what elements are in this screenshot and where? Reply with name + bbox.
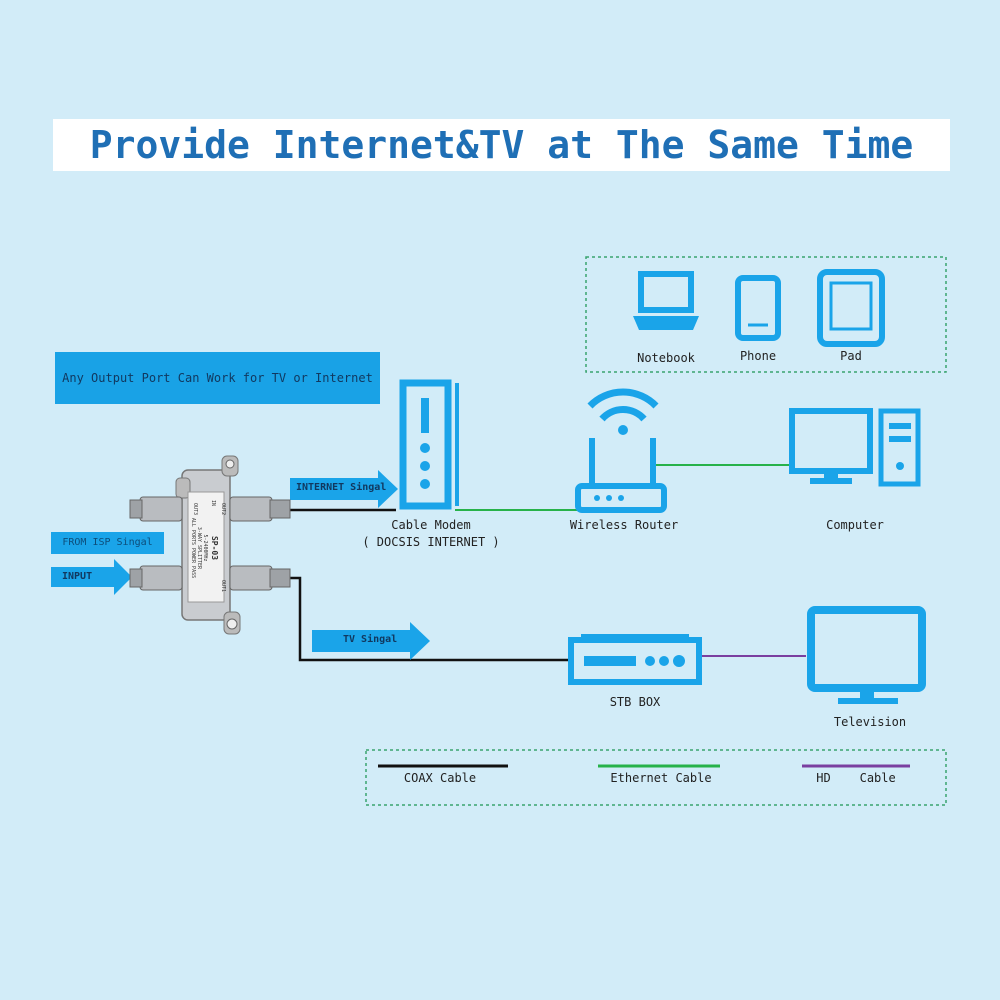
from-isp-label: FROM ISP Singal (62, 537, 153, 548)
splitter-device: SP-03 5-2400MHz 3-WAY SPLITTER ALL PORTS… (129, 455, 291, 635)
legend-hd-label: HD Cable (816, 771, 896, 785)
page-title: Provide Internet&TV at The Same Time (89, 123, 914, 167)
note-box (55, 352, 380, 404)
notebook-label: Notebook (637, 351, 695, 365)
cable-modem-icon (399, 379, 459, 510)
legend-ethernet-label: Ethernet Cable (610, 771, 712, 785)
stb-box-icon (568, 634, 702, 685)
splitter-type: 3-WAY SPLITTER (196, 527, 202, 570)
tv-signal-arrow (312, 622, 430, 660)
splitter-port-out2: OUT2 (220, 503, 226, 515)
mobile-devices-box (585, 256, 947, 373)
title-banner (53, 119, 950, 171)
computer-label: Computer (826, 518, 884, 532)
docsis-label: ( DOCSIS INTERNET ) (362, 535, 500, 549)
coax-cable-tv (290, 576, 570, 662)
legend-coax-label: COAX Cable (403, 771, 477, 785)
splitter-model: SP-03 (210, 536, 219, 560)
splitter-port-out1: OUT1 (220, 580, 226, 592)
pad-label: Pad (840, 349, 862, 363)
tv-signal-label: TV Singal (343, 634, 398, 645)
internet-signal-arrow (290, 470, 398, 508)
legend-box (365, 749, 947, 806)
input-arrow (51, 559, 132, 595)
stb-box-label: STB BOX (609, 695, 661, 709)
from-isp-box (51, 532, 164, 554)
internet-signal-label: INTERNET Singal (296, 482, 387, 493)
wireless-router-label: Wireless Router (569, 518, 679, 532)
computer-icon (789, 408, 921, 487)
wireless-router-icon (575, 388, 667, 513)
note-text: Any Output Port Can Work for TV or Inter… (62, 371, 373, 385)
notebook-icon (633, 271, 699, 330)
input-label: INPUT (62, 571, 93, 582)
pad-icon (817, 269, 885, 347)
splitter-port-in: IN (210, 500, 216, 506)
cable-modem-label: Cable Modem (391, 518, 471, 532)
television-icon (807, 606, 926, 704)
splitter-power: ALL PORTS POWER PASS (190, 518, 196, 578)
splitter-port-out3: OUT3 (192, 503, 198, 515)
phone-icon (735, 275, 781, 341)
phone-label: Phone (739, 349, 777, 363)
splitter-freq: 5-2400MHz (202, 534, 208, 561)
television-label: Television (833, 715, 907, 729)
